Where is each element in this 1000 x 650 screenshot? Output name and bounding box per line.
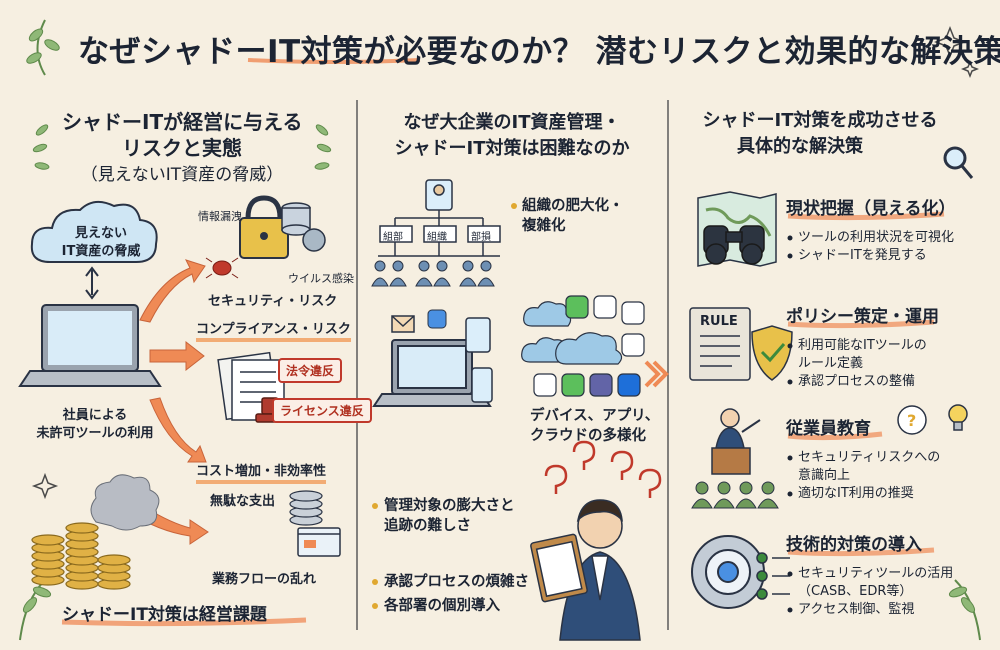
presenter-icon	[711, 408, 761, 475]
laurel-left-heading	[32, 124, 332, 170]
magnifier-icon	[943, 146, 974, 179]
solution-3-bullet2: 適切なIT利用の推奨	[798, 486, 914, 501]
shield-check-icon	[751, 325, 793, 381]
solution-3-bullet1-line1: セキュリティリスクへの	[798, 450, 941, 465]
middle-bullet1-line1: 組織の肥大化・	[522, 198, 624, 214]
right-heading-line2: 具体的な解決策	[737, 136, 863, 157]
solution-4-bullet2: アクセス制御、監視	[798, 602, 915, 617]
solution-4-title: 技術的対策の導入	[786, 535, 922, 555]
page-title: なぜシャドーIT対策が必要なのか？ 潜むリスクと効果的な解決策	[78, 34, 1000, 70]
lightbulb-icon	[948, 404, 968, 431]
question-bubble-icon: ?	[897, 405, 927, 435]
solution-3-title: 従業員教育	[786, 419, 871, 439]
cloud-label-line1: 見えない	[74, 226, 127, 241]
rulebook-label: RULE	[700, 314, 738, 329]
svg-text:?: ?	[907, 411, 916, 430]
middle-heading-line1: なぜ大企業のIT資産管理・	[403, 112, 621, 133]
workflow-window-icon	[297, 527, 341, 557]
rulebook-icon	[689, 307, 751, 381]
info-leak-label: 情報漏洩	[198, 210, 242, 223]
middle-heading-line2: シャドーIT対策は困難なのか	[394, 138, 630, 159]
clipboard-icon	[530, 533, 588, 603]
question-marks-icon	[544, 440, 662, 498]
gear-icon	[691, 535, 765, 609]
sparkle-icons	[31, 25, 980, 500]
org-box-1: 組部	[383, 232, 403, 243]
orange-chevron-arrow	[644, 360, 669, 388]
right-heading-line1: シャドーIT対策を成功させる	[702, 110, 938, 131]
wasteful-spending-label: 無駄な支出	[210, 494, 276, 509]
laptop-caption-line1: 社員による	[62, 408, 128, 423]
padlock-icon	[239, 195, 289, 259]
tablet-icon	[465, 317, 491, 353]
solution-2-bullet1-line1: 利用可能なITツールの	[798, 338, 927, 353]
smoke-icon	[90, 474, 160, 531]
coin-stack-cost-icon	[289, 490, 323, 526]
laptop-devices-icon	[372, 339, 492, 407]
middle-bullet-dots	[372, 203, 517, 609]
compliance-risk-label: コンプライアンス・リスク	[196, 318, 351, 342]
double-arrow-icon	[85, 266, 99, 300]
phone-icon	[471, 367, 493, 403]
license-violation-tag: ライセンス違反	[272, 398, 372, 423]
leaf-decoration-top-left	[26, 19, 60, 76]
app-store-icon	[427, 309, 447, 329]
audience-icons	[691, 481, 779, 509]
leaf-decoration-bottom-left	[19, 579, 52, 641]
middle-bullet3: 承認プロセスの煩雑さ	[384, 574, 529, 590]
left-footer: シャドーIT対策は経営課題	[62, 605, 267, 625]
right-title-underlines	[787, 211, 945, 557]
solution-1-title: 現状把握（見える化）	[786, 199, 956, 219]
left-heading-line2: リスクと実態	[122, 136, 242, 160]
virus-label: ウイルス感染	[288, 272, 354, 285]
solution-2-bullet1-line2: ルール定義	[798, 356, 864, 371]
org-box-3: 部損	[471, 232, 491, 243]
solution-2-bullet2: 承認プロセスの整備	[798, 374, 916, 389]
law-violation-tag: 法令違反	[278, 358, 343, 383]
middle-bullet4: 各部署の個別導入	[384, 598, 500, 614]
middle-bullet1-line2: 複雑化	[522, 218, 566, 234]
solution-1-bullet2: シャドーITを発見する	[798, 248, 927, 263]
checklist-icon	[756, 552, 790, 600]
solution-2-title: ポリシー策定・運用	[786, 307, 939, 327]
binoculars-icon	[703, 225, 765, 265]
cloud-icon-invisible-assets	[30, 200, 158, 263]
org-chart-icon	[378, 179, 501, 257]
leaf-decoration-bottom-right	[948, 579, 981, 641]
solution-1-bullet1: ツールの利用状況を可視化	[798, 230, 955, 245]
laptop-caption-line2: 未許可ツールの利用	[36, 426, 154, 441]
left-heading-line1: シャドーITが経営に与える	[62, 110, 303, 134]
left-heading-sub: （見えないIT資産の脅威）	[80, 165, 284, 185]
solution-4-bullet1-line2: （CASB、EDR等）	[798, 584, 913, 599]
devices-caption-line1: デバイス、アプリ、	[530, 408, 660, 424]
security-risk-label: セキュリティ・リスク	[208, 294, 338, 309]
solution-4-bullet1-line1: セキュリティツールの活用	[798, 566, 954, 581]
middle-bullet2-line1: 管理対象の膨大さと	[384, 498, 515, 514]
coin-stacks-icon	[31, 522, 131, 590]
cost-label: コスト増加・非効率性	[196, 460, 327, 484]
virus-icon	[302, 228, 326, 252]
right-bullet-dots	[787, 235, 793, 613]
solution-3-bullet1-line2: 意識向上	[798, 468, 851, 483]
middle-bullet2-line2: 追跡の難しさ	[384, 518, 471, 534]
devices-caption-line2: クラウドの多様化	[530, 428, 646, 444]
laptop-icon	[18, 304, 162, 387]
mail-icon	[391, 315, 415, 333]
org-box-2: 組織	[427, 232, 447, 243]
cloud-label-line2: IT資産の脅威	[61, 244, 141, 259]
cloud-apps-icons	[521, 295, 645, 397]
people-icons	[371, 260, 495, 287]
bug-icon	[205, 257, 239, 279]
database-icon	[281, 202, 311, 236]
workflow-disorder-label: 業務フローの乱れ	[212, 572, 317, 587]
